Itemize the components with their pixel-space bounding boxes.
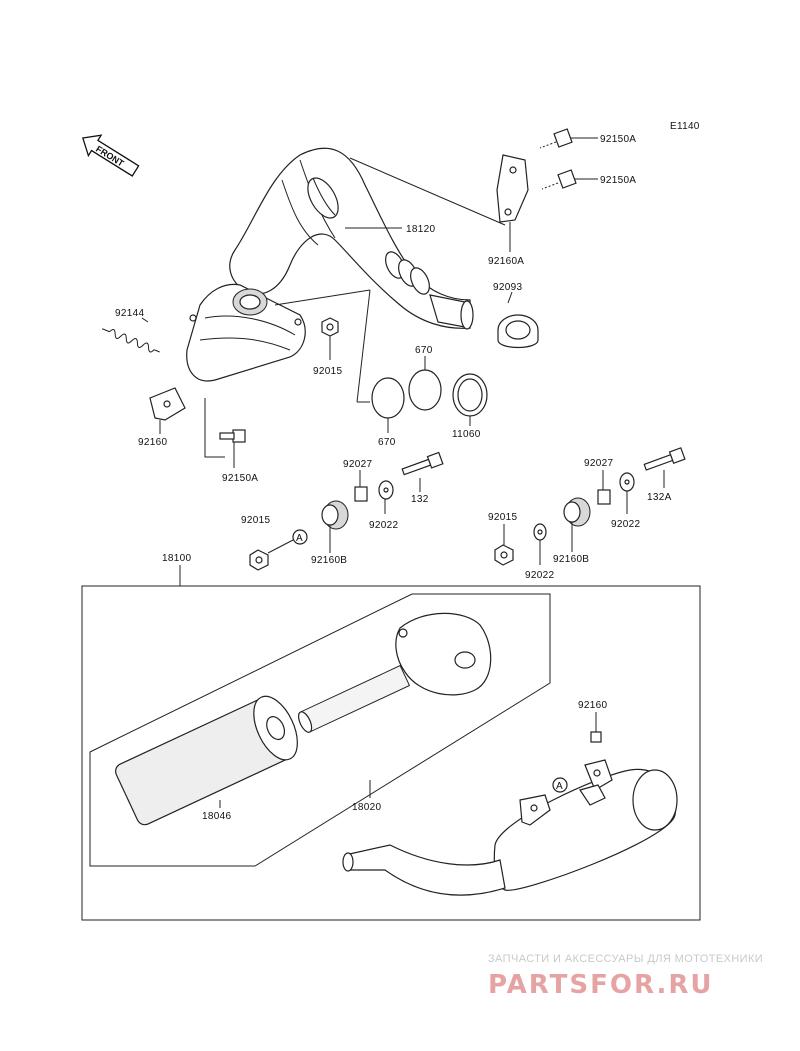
label-92027-left: 92027 (343, 459, 372, 470)
collar-92027-right-icon (597, 489, 611, 505)
label-18100: 18100 (162, 553, 191, 564)
label-92160: 92160 (138, 437, 167, 448)
o-ring-670-b-icon (408, 369, 442, 411)
callout-a-left-icon: A (292, 529, 308, 545)
o-ring-670-a-icon (371, 377, 405, 419)
grommet-92160B-right-icon (563, 497, 591, 527)
callout-a-right: A (556, 781, 563, 792)
bolt-132A-icon (643, 447, 686, 471)
label-92015-right: 92015 (488, 512, 517, 523)
label-670-top: 670 (415, 345, 433, 356)
label-92160-right: 92160 (578, 700, 607, 711)
label-18120: 18120 (406, 224, 435, 235)
label-18046: 18046 (202, 811, 231, 822)
nut-92015-right-icon (494, 544, 514, 566)
label-92160B-left: 92160B (311, 555, 347, 566)
perforated-pipe (298, 664, 411, 733)
callout-a-right-icon: A (552, 777, 568, 793)
label-92015-upper: 92015 (313, 366, 342, 377)
callout-a-left: A (296, 533, 303, 544)
spring-92144-icon (101, 328, 160, 353)
bracket-92160A (496, 154, 529, 223)
bolt-92150A-low-icon (219, 429, 246, 443)
grommet-92160B-left-icon (321, 500, 349, 530)
label-92022-left: 92022 (369, 520, 398, 531)
gasket-92093 (497, 314, 539, 349)
part-labels: 92150A 92150A 18120 92160A 92093 92144 9… (115, 134, 672, 822)
watermark-brand: PARTSFOR.RU (488, 970, 713, 1000)
label-11060: 11060 (452, 429, 481, 440)
ring-11060-icon (452, 373, 488, 417)
label-92150A-top: 92150A (600, 134, 636, 145)
label-670-bottom: 670 (378, 437, 396, 448)
bracket-92160 (149, 387, 186, 421)
label-18020: 18020 (352, 802, 381, 813)
bolt-92150A-mid-icon (541, 169, 577, 190)
end-cap-18020 (395, 612, 492, 696)
silencer-body (342, 759, 678, 896)
nut-92015-upper-icon (321, 317, 339, 337)
label-92022-right: 92022 (611, 519, 640, 530)
muffler-assembly-frame (81, 585, 701, 921)
label-92150A-mid: 92150A (600, 175, 636, 186)
bolt-92160-right-icon (590, 731, 602, 743)
label-92150A-low: 92150A (222, 473, 258, 484)
bolt-132-icon (401, 451, 444, 476)
label-92160A: 92160A (488, 256, 524, 267)
collar-92027-left-icon (354, 486, 368, 502)
watermark-logo: ЗАПЧАСТИ И АКСЕССУАРЫ ДЛЯ МОТОТЕХНИКИ PA… (488, 953, 763, 1000)
washer-92022-left-icon (378, 480, 394, 500)
ref-code: E1140 (670, 121, 700, 132)
watermark-subtitle: ЗАПЧАСТИ И АКСЕССУАРЫ ДЛЯ МОТОТЕХНИКИ (488, 953, 763, 965)
nut-92015-left-icon (249, 549, 269, 571)
label-92027-right: 92027 (584, 458, 613, 469)
label-92015-left: 92015 (241, 515, 270, 526)
exhaust-chamber-18120 (186, 147, 474, 382)
label-132A: 132A (647, 492, 672, 503)
label-132: 132 (411, 494, 429, 505)
packing-18046 (115, 695, 298, 826)
bolt-92150A-top-icon (539, 128, 573, 149)
washer-92022-right-icon (619, 472, 635, 492)
label-92144: 92144 (115, 308, 144, 319)
label-92093: 92093 (493, 282, 522, 293)
front-arrow-icon: FRONT (82, 134, 140, 177)
leader-lines (141, 137, 665, 808)
washer-92022-bottom-icon (533, 523, 547, 541)
label-92160B-right: 92160B (553, 554, 589, 565)
label-92022-bottom: 92022 (525, 570, 554, 581)
